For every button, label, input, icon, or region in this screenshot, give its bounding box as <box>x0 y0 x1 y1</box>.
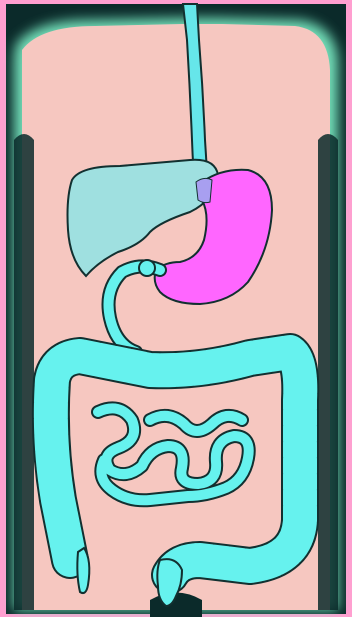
left-arm-line <box>14 134 34 610</box>
pyloric-sphincter <box>139 260 155 276</box>
stomach-overlap <box>196 178 212 202</box>
appendix <box>77 548 89 593</box>
right-arm-line <box>318 134 338 610</box>
